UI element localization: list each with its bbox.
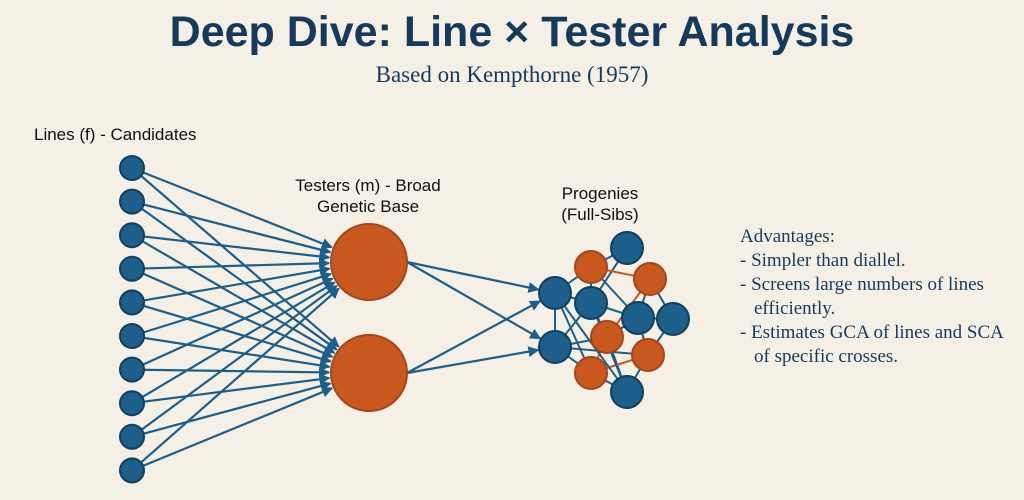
advantage-item: - Screens large numbers of lines efficie… (740, 274, 984, 319)
line-node (119, 423, 145, 450)
progenies-label-line2: (Full-Sibs) (561, 205, 639, 224)
line-to-tester-arrow (131, 284, 338, 438)
line-to-tester-arrow (131, 234, 331, 262)
tester-to-progeny-arrow (406, 260, 540, 293)
line-to-tester-arrow (131, 386, 334, 472)
progeny-node (631, 338, 665, 372)
line-to-tester-arrow (131, 264, 331, 304)
line-to-tester-arrow (131, 281, 336, 405)
page-title: Deep Dive: Line × Tester Analysis (169, 8, 855, 56)
line-to-tester-arrow (131, 287, 340, 472)
tester-to-progeny-arrow (406, 300, 542, 374)
line-to-tester-arrow (131, 373, 331, 405)
progeny-node (590, 320, 624, 354)
line-node (119, 222, 145, 249)
progeny-node (574, 286, 608, 320)
progeny-node (610, 231, 644, 265)
line-node (119, 390, 145, 417)
progeny-node (610, 375, 644, 409)
line-to-tester-arrow (131, 200, 332, 256)
line-node (119, 155, 145, 181)
line-node (119, 323, 145, 349)
advantage-item: - Estimates GCA of lines and SCA of spec… (740, 322, 1003, 367)
line-to-tester-arrow (131, 366, 331, 378)
progeny-node (538, 276, 572, 310)
line-to-tester-arrow (131, 200, 338, 351)
progenies-label: Progenies (Full-Sibs) (540, 183, 660, 225)
line-to-tester-arrow (131, 257, 331, 270)
line-to-tester-arrow (131, 166, 333, 249)
advantages-panel: Advantages: - Simpler than diallel. - Sc… (740, 225, 1014, 369)
testers-label: Testers (m) - Broad Genetic Base (268, 175, 468, 217)
line-to-tester-arrow (131, 271, 332, 338)
line-to-tester-arrow (131, 267, 334, 358)
progeny-node (574, 250, 608, 284)
line-node (119, 289, 145, 316)
testers-label-line1: Testers (m) - Broad (295, 176, 441, 195)
progeny-node (633, 262, 667, 296)
tester-to-progeny-arrow (406, 261, 542, 340)
line-node (119, 356, 145, 383)
progeny-node (656, 302, 690, 336)
line-node (119, 255, 145, 282)
tester-node (330, 334, 408, 412)
lines-label: Lines (f) - Candidates (34, 125, 197, 144)
line-node (119, 188, 145, 215)
progeny-node (574, 356, 608, 390)
progenies-label-line1: Progenies (561, 184, 639, 203)
line-to-tester-arrow (131, 301, 332, 365)
line-to-tester-arrow (131, 380, 332, 438)
line-to-tester-arrow (131, 234, 336, 354)
advantage-item: - Simpler than diallel. (740, 250, 906, 271)
testers-label-line2: Genetic Base (316, 197, 420, 216)
progeny-node (538, 330, 572, 364)
line-to-tester-arrow (131, 334, 331, 371)
page-subtitle: Based on Kempthorne (1957) (375, 62, 649, 87)
tester-node (330, 223, 408, 301)
line-to-tester-arrow (131, 277, 334, 371)
progeny-node (621, 301, 655, 335)
tester-to-progeny-arrow (406, 346, 540, 375)
advantages-heading: Advantages: (740, 226, 835, 247)
line-to-tester-arrow (131, 167, 340, 348)
line-node (119, 457, 145, 484)
